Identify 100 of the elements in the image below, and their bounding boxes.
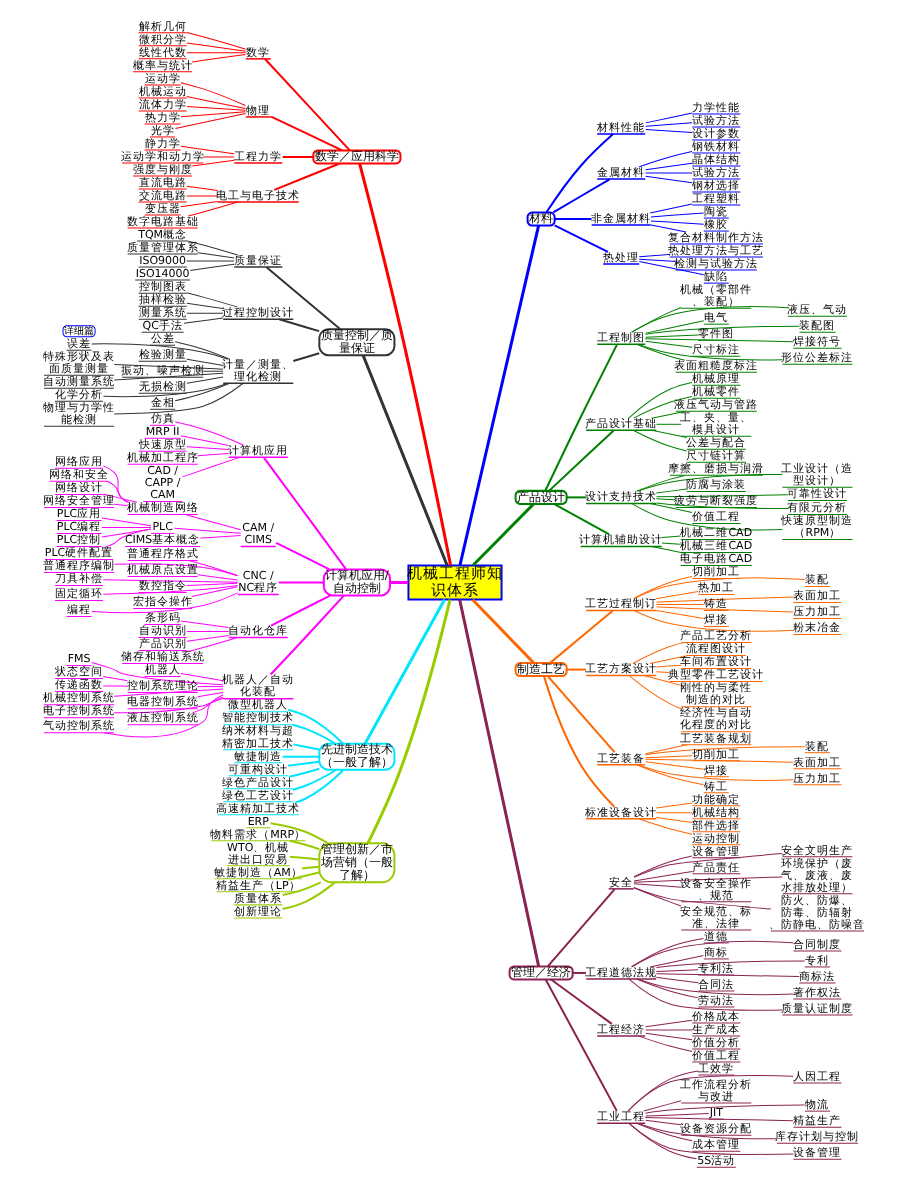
connector xyxy=(180,201,219,208)
connector xyxy=(186,31,247,50)
connector xyxy=(645,1112,710,1117)
connector xyxy=(102,584,239,595)
connector xyxy=(103,694,224,738)
connector xyxy=(638,254,671,258)
connector xyxy=(363,598,446,745)
connector xyxy=(102,382,229,398)
connector xyxy=(265,266,342,330)
connector xyxy=(101,528,152,538)
connector xyxy=(644,746,806,756)
connector xyxy=(645,162,693,171)
connector xyxy=(649,203,693,214)
connector xyxy=(655,502,789,510)
connector xyxy=(184,513,242,531)
connector xyxy=(543,675,616,808)
connector xyxy=(175,112,246,129)
connector xyxy=(661,542,682,545)
connector xyxy=(636,343,686,361)
connector xyxy=(458,225,541,566)
connector xyxy=(645,128,693,133)
connector xyxy=(264,58,351,152)
connector xyxy=(650,212,705,218)
connector xyxy=(180,673,224,682)
connector xyxy=(655,976,699,984)
connector xyxy=(631,306,682,333)
connector xyxy=(113,563,238,577)
connector xyxy=(102,579,239,583)
connector xyxy=(186,302,224,309)
connector xyxy=(186,635,230,642)
connector xyxy=(197,452,230,457)
connector xyxy=(633,887,682,907)
connector xyxy=(186,312,224,314)
connector xyxy=(281,881,322,897)
connector xyxy=(649,655,688,665)
connector xyxy=(655,664,682,668)
connector xyxy=(631,940,794,968)
connector xyxy=(278,318,321,333)
connector xyxy=(113,382,244,415)
connector xyxy=(180,145,235,155)
connector xyxy=(180,111,247,118)
connector xyxy=(269,594,345,676)
connector xyxy=(102,465,129,503)
connector xyxy=(637,978,794,996)
connector xyxy=(102,685,128,687)
connector xyxy=(661,535,682,538)
connector xyxy=(644,1104,806,1114)
connector xyxy=(645,744,688,755)
connector xyxy=(645,122,693,127)
connector xyxy=(300,865,321,870)
connector xyxy=(645,175,693,184)
connector xyxy=(270,594,332,627)
connector xyxy=(632,642,684,665)
connector xyxy=(645,761,705,770)
connector xyxy=(549,609,614,664)
connector xyxy=(202,370,224,372)
connector xyxy=(187,637,239,652)
connector xyxy=(102,676,128,682)
connector xyxy=(638,151,693,168)
connector xyxy=(650,224,687,233)
connector xyxy=(366,599,452,844)
connector xyxy=(633,855,693,878)
connector xyxy=(655,671,671,674)
connector xyxy=(186,42,246,52)
connector xyxy=(571,971,587,974)
connector xyxy=(287,871,321,881)
connector xyxy=(197,574,239,581)
connector xyxy=(656,596,794,603)
connector xyxy=(262,456,348,571)
connector xyxy=(191,159,235,167)
connector xyxy=(631,306,789,333)
connector xyxy=(645,334,699,338)
connector xyxy=(633,853,783,878)
connector xyxy=(645,1019,693,1028)
connector xyxy=(644,338,794,343)
connector xyxy=(269,822,329,845)
connector xyxy=(291,768,338,791)
connector xyxy=(288,839,321,851)
connector xyxy=(288,767,321,778)
connector xyxy=(565,668,587,671)
connector xyxy=(655,817,693,824)
connector xyxy=(636,978,699,999)
connector xyxy=(91,592,239,614)
connector xyxy=(638,1035,693,1052)
connector xyxy=(187,240,239,256)
connector xyxy=(91,343,229,360)
connector xyxy=(633,429,688,452)
connector xyxy=(655,960,806,968)
connector xyxy=(174,341,231,360)
connector xyxy=(292,743,321,751)
connector xyxy=(546,888,616,968)
connector xyxy=(101,517,152,527)
connector xyxy=(186,292,239,308)
connector xyxy=(637,1122,778,1140)
connector xyxy=(192,696,224,714)
connector xyxy=(627,1075,794,1112)
connector xyxy=(186,185,219,191)
connector xyxy=(631,503,783,531)
connector xyxy=(180,435,229,446)
connector xyxy=(633,577,806,599)
